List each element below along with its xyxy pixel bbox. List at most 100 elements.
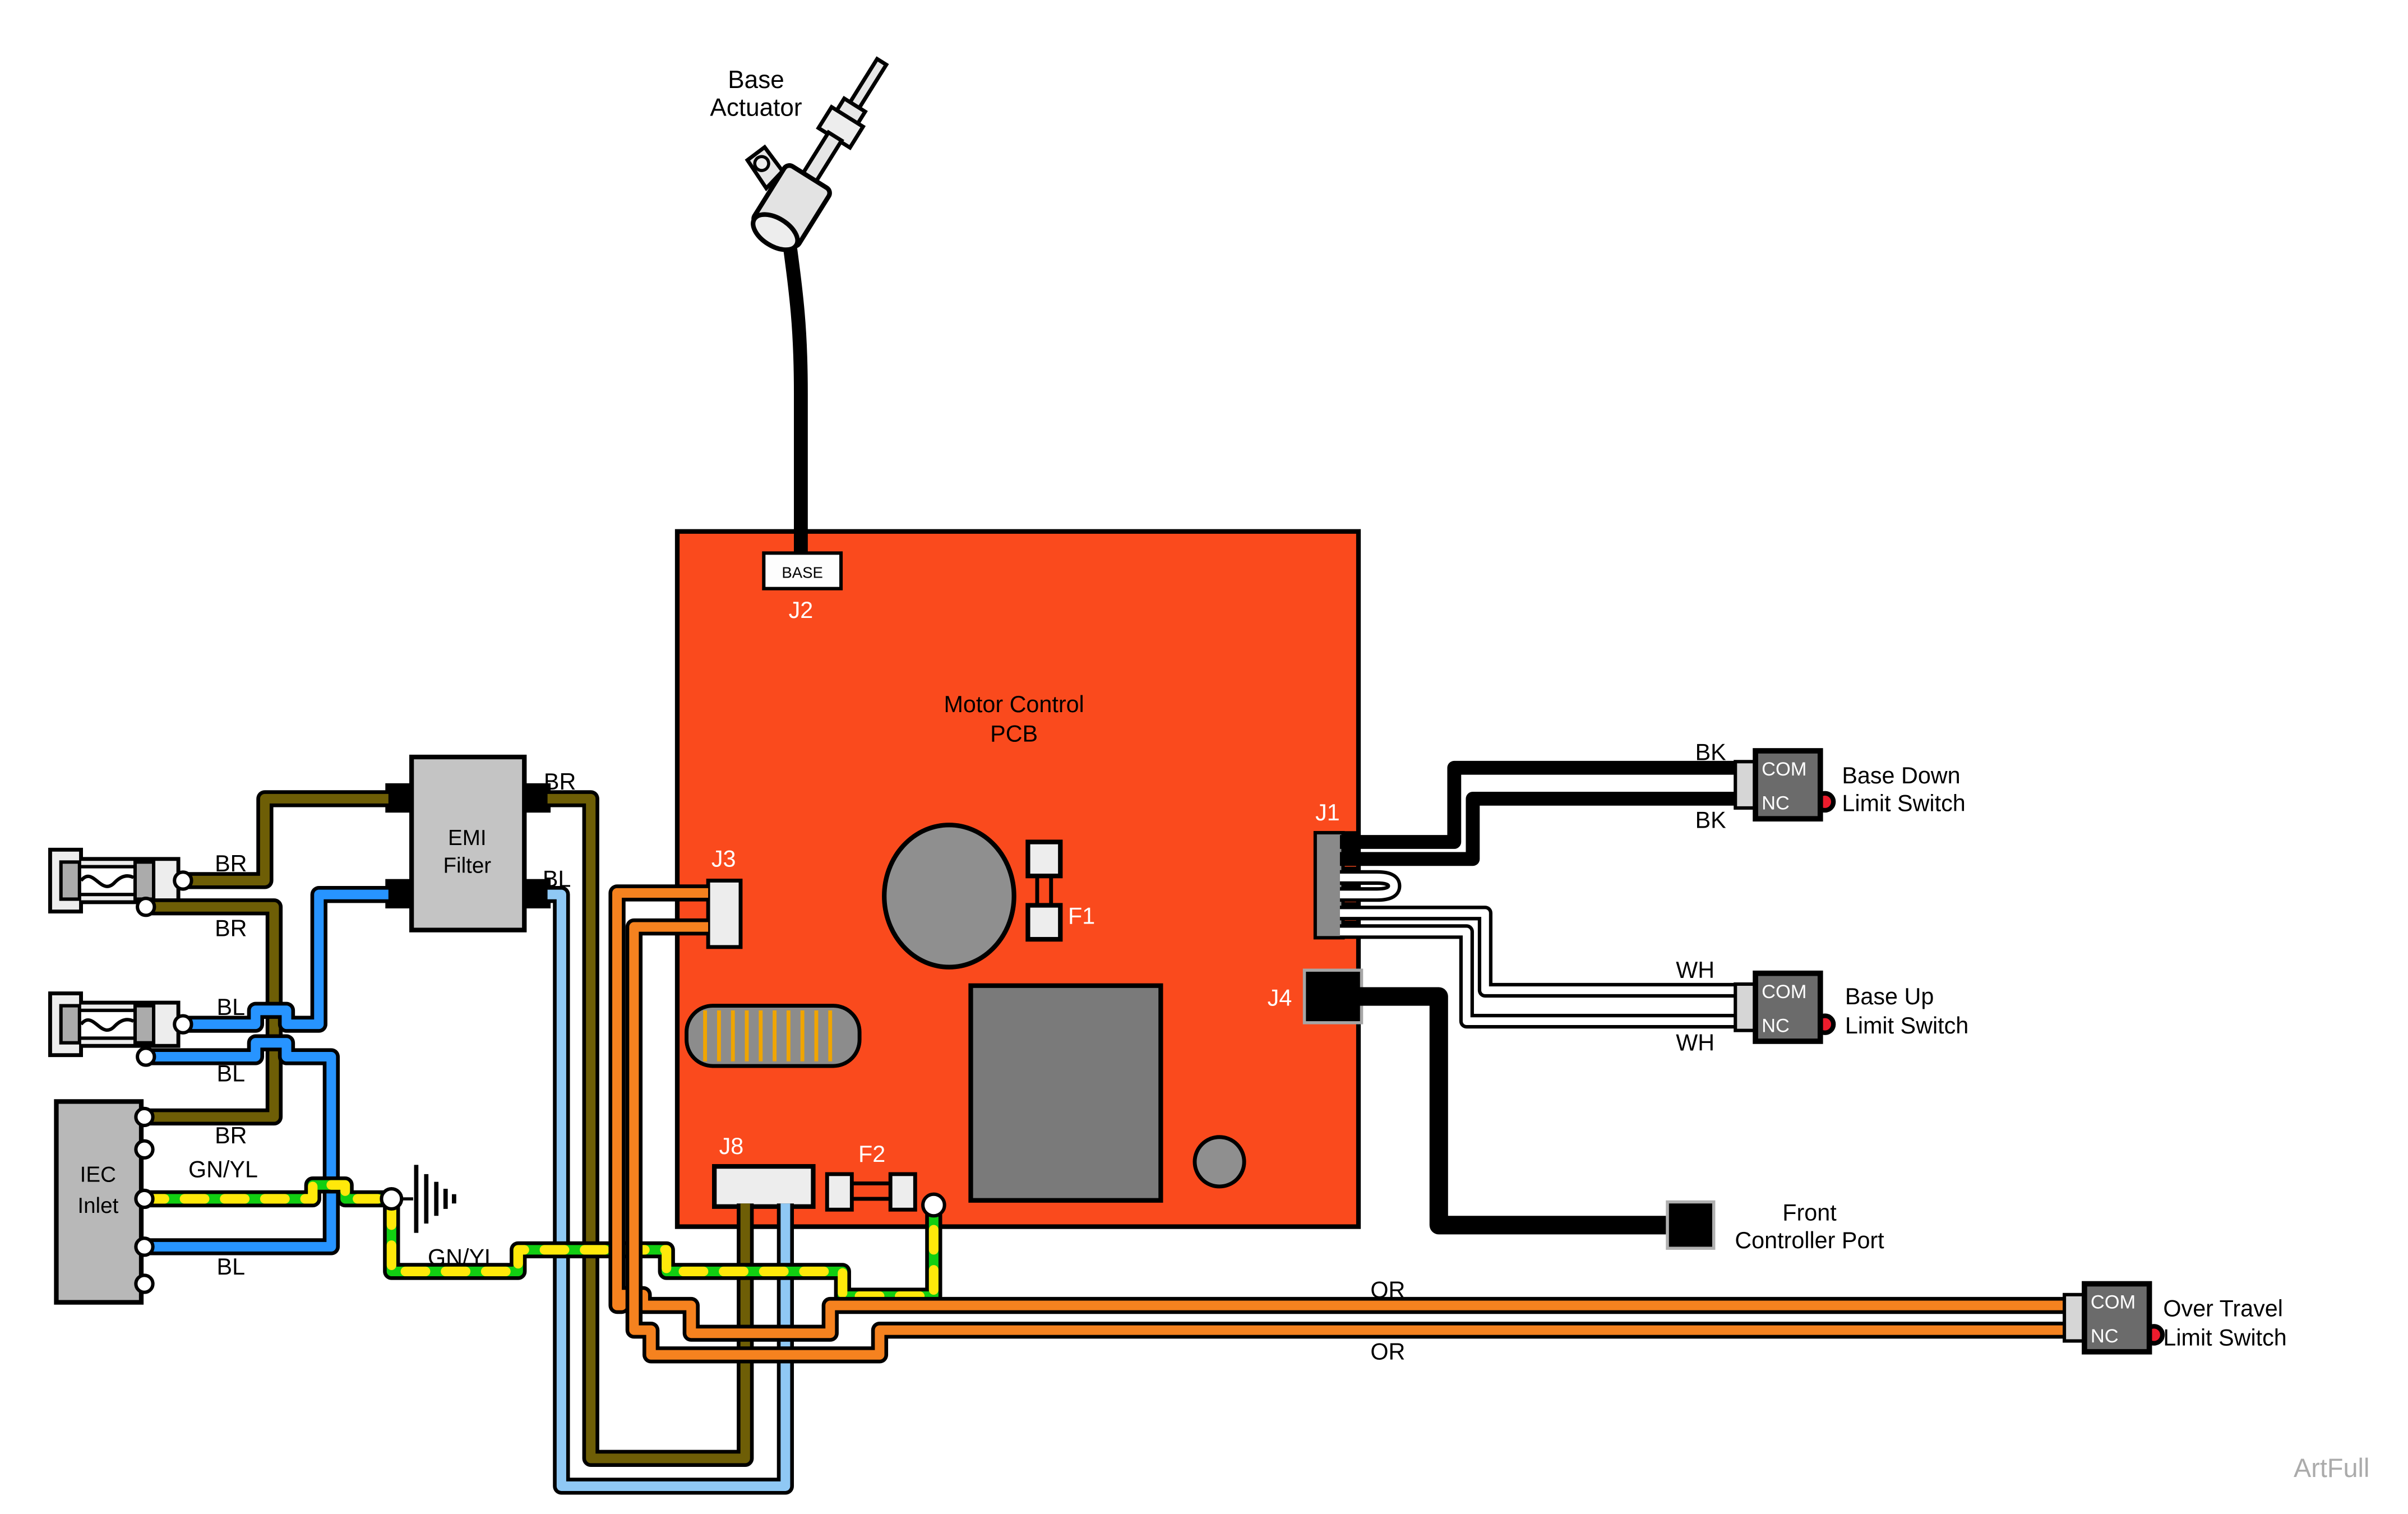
wire-wh-com (1339, 906, 1736, 998)
label-bl-emi: BL (543, 866, 571, 892)
small-capacitor-icon (1193, 1135, 1246, 1189)
label-br-emi: BR (544, 769, 576, 795)
label-bl-iec: BL (217, 1254, 246, 1280)
fuse2-terminal-1 (173, 1014, 193, 1035)
emi-tab-left-bottom (385, 879, 412, 908)
wire-j4-front-port (1352, 987, 1668, 1235)
emi-tab-right-bottom (524, 879, 551, 908)
wire-bl-fuse2-iec (144, 1034, 340, 1255)
base-down-limit-switch (1735, 751, 1833, 819)
wire-bl-fuse2-emi (183, 886, 389, 1033)
iec-label-line1: IEC (80, 1163, 116, 1187)
iec-terminal-5 (134, 1273, 155, 1294)
label-wh-2: WH (1676, 1030, 1714, 1055)
over-travel-name-line1: Over Travel (2163, 1295, 2283, 1321)
f2-tube-lines (850, 1181, 894, 1201)
base-up-name-line2: Limit Switch (1845, 1013, 1968, 1038)
fuse-holder-2 (50, 994, 178, 1055)
label-br-2: BR (215, 916, 247, 941)
j4-label: J4 (1268, 985, 1292, 1011)
fuse-f1 (1025, 839, 1063, 942)
base-up-name-line1: Base Up (1845, 984, 1934, 1009)
f1-cap-bottom (1025, 903, 1063, 942)
label-or-1: OR (1370, 1277, 1405, 1303)
emi-tab-left-top (385, 783, 412, 813)
actuator-fork-hole (753, 155, 770, 172)
wire-wh-nc (1339, 924, 1736, 1029)
inductor-icon (685, 1004, 862, 1068)
emi-tab-right-top (524, 783, 551, 813)
ground-junction-terminal (380, 1187, 404, 1211)
chassis-ground-icon (402, 1165, 456, 1233)
j3-connector (706, 878, 743, 949)
emi-label-line1: EMI (448, 826, 487, 850)
pcb-ground-terminal (921, 1192, 946, 1218)
fuse2-terminal-2 (136, 1046, 156, 1067)
f1-label: F1 (1068, 903, 1095, 929)
f2-cap-left (825, 1172, 854, 1212)
actuator-label-line2: Actuator (710, 94, 802, 122)
label-wh-1: WH (1676, 957, 1714, 983)
over-travel-limit-switch (2064, 1284, 2162, 1351)
wire-br-fuse1-emi (183, 790, 389, 889)
fuse-f2 (825, 1172, 917, 1212)
label-br-1: BR (215, 851, 247, 876)
f1-tube-lines (1035, 874, 1053, 908)
wire-bl-emi-j8 (547, 886, 794, 1495)
f2-label: F2 (858, 1141, 885, 1167)
actuator-end-cap (751, 212, 800, 252)
over-travel-name-line2: Limit Switch (2163, 1325, 2286, 1351)
wire-br-emi-j8 (547, 790, 754, 1467)
iec-terminal-3 (134, 1188, 155, 1210)
j8-label: J8 (719, 1133, 744, 1159)
j3-label: J3 (711, 846, 736, 872)
iec-terminal-4 (134, 1236, 155, 1257)
wire-bk-com (1339, 760, 1736, 849)
f1-cap-top (1025, 839, 1063, 879)
wire-or-com (608, 884, 2065, 1342)
power-module-icon (968, 983, 1163, 1203)
front-port-label-line2: Controller Port (1735, 1227, 1884, 1253)
label-gnyl-iec: GN/YL (188, 1156, 258, 1182)
emi-label-line2: Filter (443, 854, 491, 878)
label-bl-1: BL (217, 994, 246, 1020)
fuse1-terminal-2 (136, 897, 156, 917)
emi-filter: EMI Filter (385, 754, 551, 933)
iec-terminal-1 (134, 1106, 155, 1128)
j2-label: J2 (789, 597, 814, 623)
iec-inlet: IEC Inlet (54, 1099, 144, 1305)
pcb-title-line1: Motor Control (944, 691, 1084, 717)
capacitor-icon (882, 823, 1016, 970)
wire-or-nc (625, 918, 2065, 1364)
front-controller-port (1666, 1200, 1716, 1250)
label-br-iec: BR (215, 1123, 247, 1148)
base-actuator-cable (780, 223, 808, 561)
pcb-title-line2: PCB (990, 721, 1038, 746)
wire-gnyl-junction-pcb (383, 1200, 942, 1305)
terminals (134, 870, 946, 1294)
inductor-windings (703, 1010, 833, 1061)
base-down-name-line2: Limit Switch (1842, 790, 1965, 816)
iec-terminal-2 (134, 1139, 155, 1160)
wire-gnyl-iec-junction (139, 1176, 389, 1208)
base-port-label: BASE (782, 564, 823, 581)
base-port-box (762, 551, 843, 590)
base-down-name-line1: Base Down (1842, 763, 1960, 788)
front-port-label-line1: Front (1782, 1200, 1837, 1226)
label-bk-2: BK (1695, 807, 1727, 833)
iec-label-line2: Inlet (77, 1194, 118, 1218)
j1-label: J1 (1315, 800, 1340, 825)
label-bk-1: BK (1695, 740, 1727, 765)
fuse1-terminal-1 (173, 870, 193, 891)
wire-bk-nc (1339, 791, 1736, 866)
f2-cap-right (888, 1172, 917, 1212)
watermark: ArtFull (2294, 1453, 2369, 1483)
label-gnyl-bottom: GN/YL (428, 1244, 497, 1270)
wire-white-loop (1339, 870, 1402, 902)
base-up-limit-switch (1735, 973, 1833, 1041)
label-bl-2: BL (217, 1061, 246, 1087)
actuator-label-line1: Base (728, 66, 784, 94)
base-actuator-graphic (745, 56, 889, 252)
label-or-2: OR (1370, 1338, 1405, 1364)
